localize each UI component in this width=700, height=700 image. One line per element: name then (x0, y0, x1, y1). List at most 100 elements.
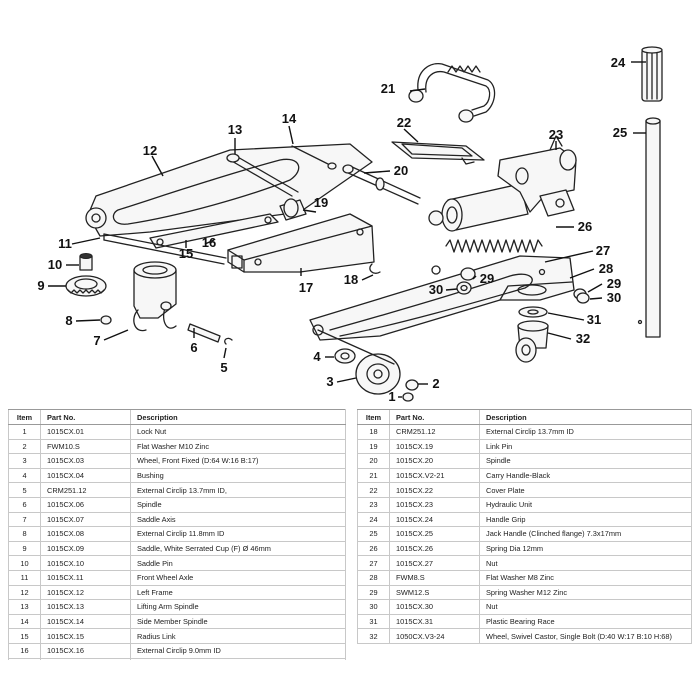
item-cell: 3 (8, 453, 41, 469)
part-no-cell: 1015CX.11 (40, 570, 131, 586)
item-cell: 19 (357, 439, 390, 455)
callout-23: 23 (549, 127, 563, 142)
description-cell: External Circlip 13.7mm ID, (130, 482, 346, 498)
description-cell: Nut (479, 555, 692, 571)
part-no-cell: 1015CX.03 (40, 453, 131, 469)
item-cell: 23 (357, 497, 390, 513)
part-no-cell: 1015CX.23 (389, 497, 480, 513)
part-no-cell: 1015CX.14 (40, 614, 131, 630)
callout-7: 7 (93, 333, 100, 348)
item-cell: 1 (8, 424, 41, 440)
description-cell: Spring Washer M12 Zinc (479, 585, 692, 601)
description-cell: Flat Washer M8 Zinc (479, 570, 692, 586)
cover-plate (391, 141, 485, 165)
part-no-cell: 1015CX.10 (40, 555, 131, 571)
callout-28: 28 (599, 261, 613, 276)
header-description: Description (479, 409, 692, 425)
part-no-cell: FWM8.S (389, 570, 480, 586)
callout-15: 15 (179, 246, 193, 261)
callout-2: 2 (432, 376, 439, 391)
item-cell: 31 (357, 614, 390, 630)
description-cell: Spindle (130, 497, 346, 513)
part-no-cell: 1015CX.15 (40, 628, 131, 644)
item-cell: 26 (357, 541, 390, 557)
callout-8: 8 (65, 313, 72, 328)
callout-31: 31 (587, 312, 601, 327)
item-cell: 22 (357, 482, 390, 498)
description-cell: Plastic Bearing Race (479, 614, 692, 630)
item-cell: 5 (8, 482, 41, 498)
part-no-cell: 1015CX.04 (40, 468, 131, 484)
item-cell: 12 (8, 585, 41, 601)
item-cell: 4 (8, 468, 41, 484)
description-cell: Spring Dia 12mm (479, 541, 692, 557)
callout-9: 9 (37, 278, 44, 293)
part-no-cell: 1015CX.09 (40, 541, 131, 557)
part-no-cell: CRM251.12 (389, 424, 480, 440)
description-cell: Flat Washer M10 Zinc (130, 439, 346, 455)
description-cell: Saddle Axis (130, 512, 346, 528)
callout-3: 3 (326, 374, 333, 389)
callout-29-right: 29 (607, 276, 621, 291)
item-cell: 2 (8, 439, 41, 455)
spring (445, 239, 543, 253)
item-cell: 15 (8, 628, 41, 644)
callout-21: 21 (381, 81, 395, 96)
part-no-cell: 1015CX.19 (389, 439, 480, 455)
callout-20: 20 (394, 163, 408, 178)
header-part-no: Part No. (40, 409, 131, 425)
description-cell: Wheel, Swivel Castor, Single Bolt (D:40 … (479, 628, 692, 644)
description-cell: Lifting Arm Spindle (130, 599, 346, 615)
exploded-parts-diagram: 12 13 14 20 21 22 23 24 25 26 19 16 15 1… (37, 46, 663, 404)
part-no-cell: 1015CX.06 (40, 497, 131, 513)
header-item: Item (357, 409, 390, 425)
part-no-cell: 1015CX.13 (40, 599, 131, 615)
description-cell: Hydraulic Unit (479, 497, 692, 513)
callout-4: 4 (313, 349, 321, 364)
part-no-cell: 1015CX.26 (389, 541, 480, 557)
item-cell: 9 (8, 541, 41, 557)
callout-10: 10 (48, 257, 62, 272)
radius-link (149, 198, 307, 249)
item-cell: 32 (357, 628, 390, 644)
description-cell: Jack Handle (Clinched flange) 7.3x17mm (479, 526, 692, 542)
part-no-cell: 1015CX.25 (389, 526, 480, 542)
description-cell: Wheel, Front Fixed (D:64 W:16 B:17) (130, 453, 346, 469)
description-cell: Radius Link (130, 628, 346, 644)
callout-13: 13 (228, 122, 242, 137)
item-cell: 13 (8, 599, 41, 615)
callout-14: 14 (282, 111, 297, 126)
header-part-no: Part No. (389, 409, 480, 425)
item-cell: 21 (357, 468, 390, 484)
item-cell: 18 (357, 424, 390, 440)
saddle-parts (65, 253, 381, 345)
part-no-cell: SWM12.S (389, 585, 480, 601)
description-cell: Cover Plate (479, 482, 692, 498)
table-header-row: Item Part No. Description (8, 409, 346, 425)
description-cell: External Circlip 13.7mm ID (479, 424, 692, 440)
header-description: Description (130, 409, 346, 425)
callout-5: 5 (220, 360, 227, 375)
item-cell: 16 (8, 643, 41, 659)
item-cell: 14 (8, 614, 41, 630)
description-cell: Saddle, White Serrated Cup (F) Ø 46mm (130, 541, 346, 557)
